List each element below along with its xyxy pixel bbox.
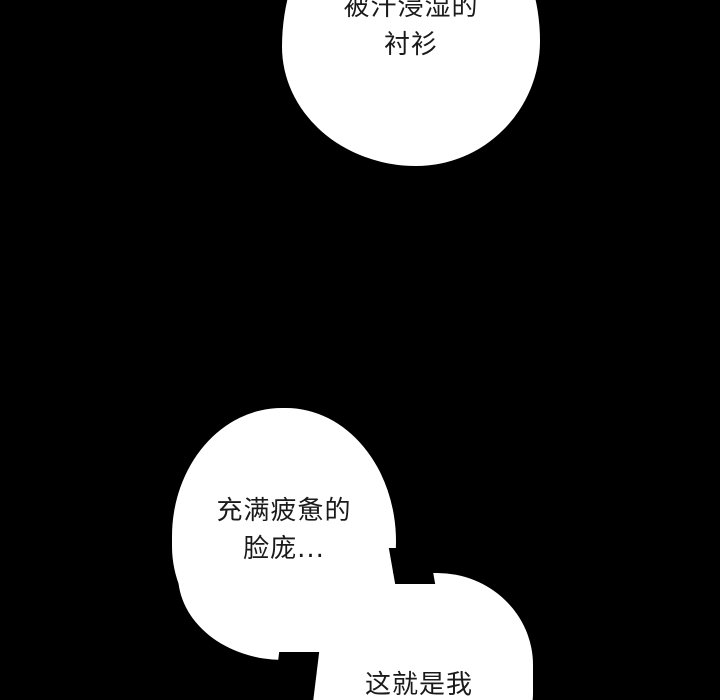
- speech-bubble-join-bridge: [300, 585, 410, 675]
- speech-bubble-2-text: 充满疲惫的 脸庞...: [216, 496, 352, 564]
- speech-bubble-1-text: 被汗浸湿的 衬衫: [343, 0, 479, 60]
- speech-bubble-3-text: 这就是我: [364, 670, 473, 700]
